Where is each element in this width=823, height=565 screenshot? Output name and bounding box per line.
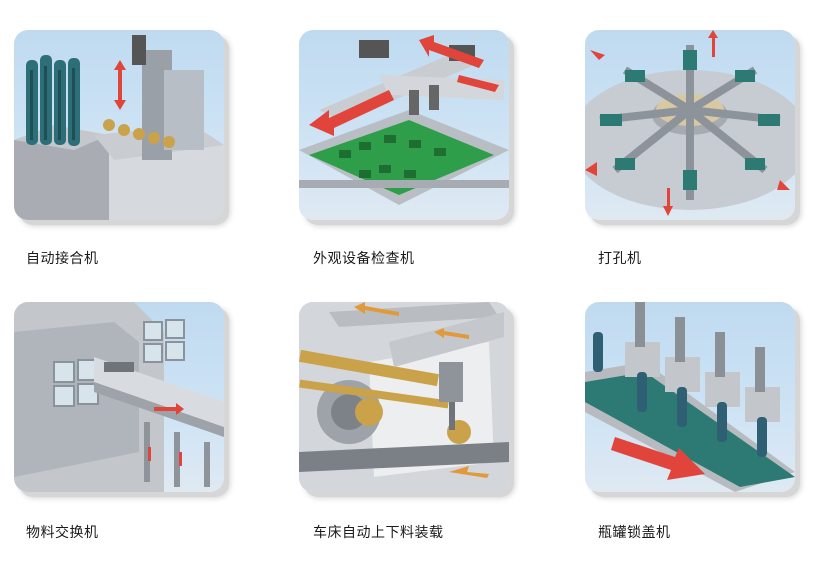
- machine-label-auto-joining: 自动接合机: [26, 251, 99, 267]
- drilling-machine-illustration: [585, 30, 795, 220]
- visual-inspection-machine-illustration: [299, 30, 509, 220]
- lathe-loading-machine-illustration: [299, 302, 509, 492]
- machine-label-visual-inspection: 外观设备检查机: [313, 251, 415, 267]
- auto-joining-machine-image: [14, 35, 224, 220]
- material-exchange-machine-illustration: [14, 302, 224, 492]
- machine-label-drilling: 打孔机: [598, 251, 642, 267]
- machine-card-visual-inspection[interactable]: [299, 30, 517, 226]
- bottle-capping-machine-illustration: [585, 302, 795, 492]
- machine-label-lathe-loading: 车床自动上下料装载: [313, 525, 444, 541]
- machine-card-lathe-loading[interactable]: [299, 302, 517, 498]
- machine-label-bottle-capping: 瓶罐锁盖机: [598, 525, 671, 541]
- material-exchange-machine-image: [14, 302, 224, 492]
- machine-card-bottle-capping[interactable]: [585, 302, 803, 498]
- visual-inspection-machine-image: [299, 35, 509, 205]
- machine-card-auto-joining[interactable]: [14, 30, 232, 226]
- bottle-capping-machine-image: [585, 302, 795, 492]
- auto-joining-machine-illustration: [14, 30, 224, 220]
- machine-label-material-exchange: 物料交换机: [26, 525, 99, 541]
- lathe-loading-machine-image: [299, 302, 509, 492]
- machine-card-drilling[interactable]: [585, 30, 803, 226]
- machine-card-material-exchange[interactable]: [14, 302, 232, 498]
- drilling-machine-image: [585, 30, 795, 216]
